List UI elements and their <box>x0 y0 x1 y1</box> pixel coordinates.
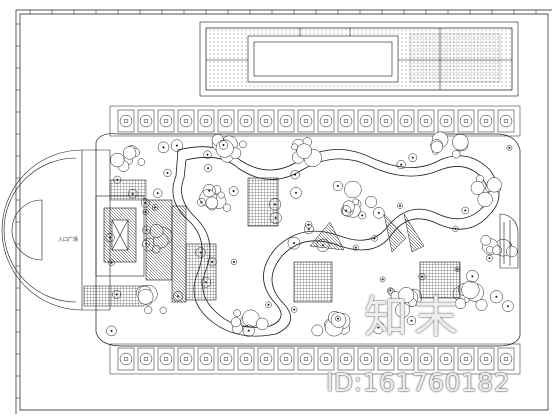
top-building <box>199 21 519 97</box>
trees <box>105 139 514 337</box>
watermark-logo: 知末 <box>364 292 464 343</box>
lower-planter-row <box>109 343 521 375</box>
watermark-id-text: ID:161760182 <box>326 368 511 397</box>
pergola-fans <box>309 213 425 253</box>
paved-plazas <box>145 177 461 303</box>
entrance-plaza <box>1 149 145 311</box>
entrance-sign-label: 入口广场 <box>58 237 79 243</box>
upper-planter-row <box>109 105 521 137</box>
garden-outline <box>95 133 521 347</box>
boundary-ticks <box>16 10 537 399</box>
right-pavilion <box>499 213 519 269</box>
left-walkway <box>83 179 147 307</box>
property-boundary <box>15 9 552 414</box>
